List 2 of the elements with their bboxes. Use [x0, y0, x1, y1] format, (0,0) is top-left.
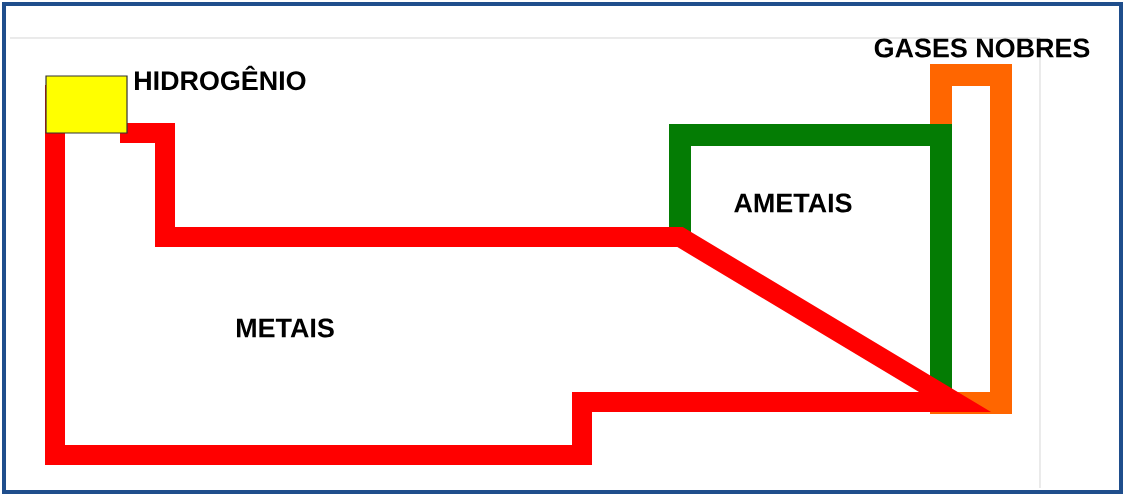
- nonmetals-region: AMETAIS: [669, 124, 952, 392]
- node-label: GASES NOBRES: [874, 38, 1090, 58]
